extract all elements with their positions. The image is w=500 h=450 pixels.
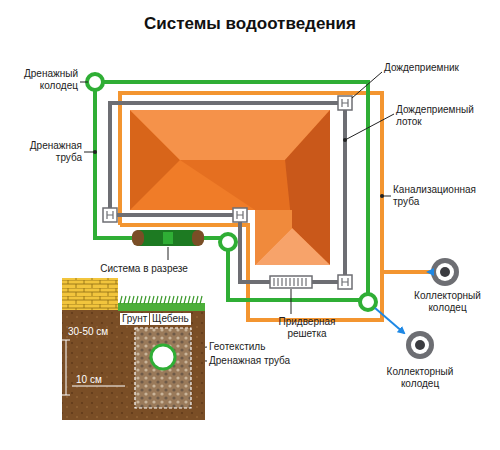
pipe-label: Дренажная труба	[209, 355, 290, 367]
collector-label: Коллекторный колодец	[380, 366, 460, 390]
collector-label: Коллекторный колодец	[405, 290, 490, 314]
inlet-label: Дождеприемник	[384, 62, 459, 74]
dimension: 30-50 см	[68, 326, 108, 338]
geotextile-label: Геотекстиль	[209, 341, 265, 353]
sewer-label: Канализационная труба	[393, 184, 488, 208]
gutter-label: Дождеприемный лоток	[396, 104, 486, 128]
gravel-label: Щебень	[150, 313, 191, 325]
well-label: Дренажный колодец	[14, 68, 78, 92]
grate-label: Придверная решетка	[272, 316, 342, 340]
section-label: Система в разрезе	[92, 263, 196, 275]
pipe-label: Дренажная труба	[14, 140, 82, 164]
dimension: 10 см	[76, 374, 102, 386]
diagram-title: Системы водоотведения	[0, 14, 500, 34]
soil-label: Грунт	[120, 313, 149, 325]
